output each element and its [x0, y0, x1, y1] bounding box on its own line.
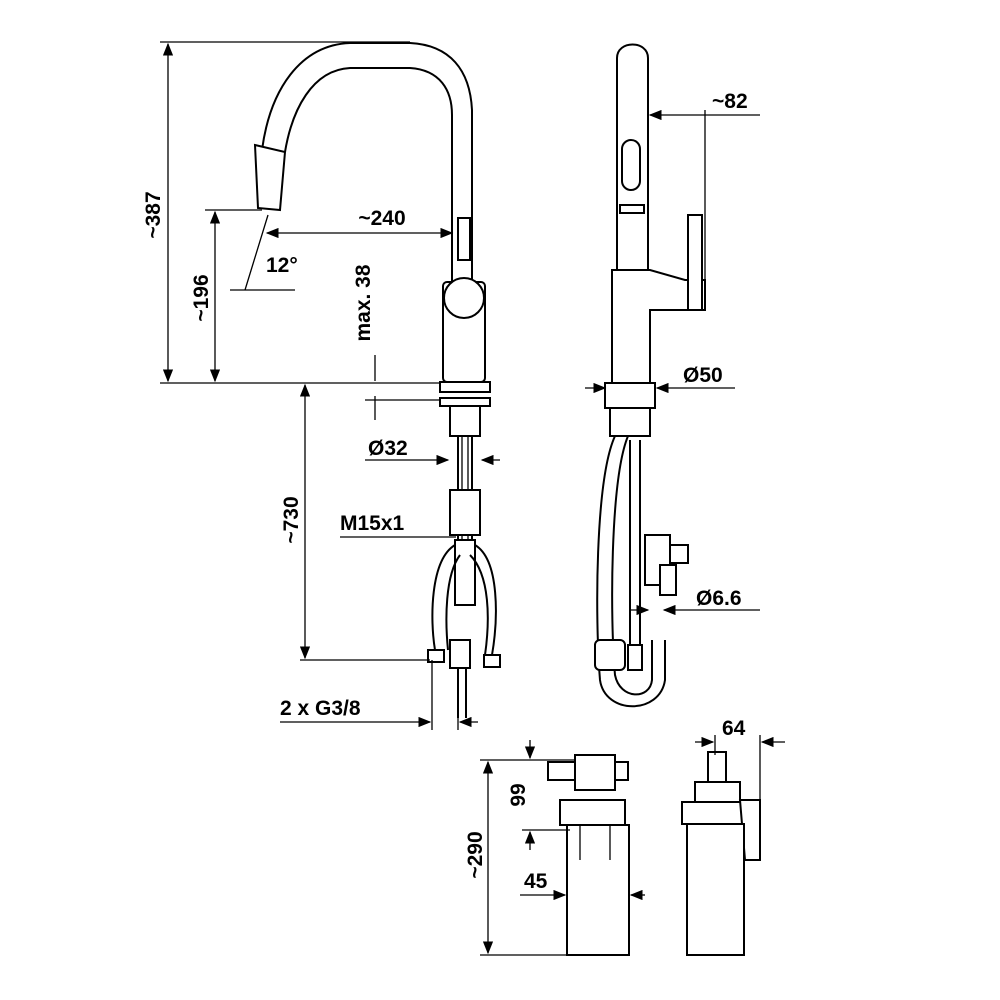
filter-cartridge-side: [686, 823, 745, 956]
dim-max-deck-thickness: max. 38: [352, 264, 375, 341]
dim-filter-head-height: 99: [507, 783, 530, 806]
faucet-side-view: [594, 43, 706, 708]
dim-hose-diameter: Ø6.6: [696, 587, 742, 610]
filter-side-view: [681, 751, 761, 956]
dim-hose-length: ~730: [280, 496, 303, 543]
filter-front-view: [547, 754, 630, 956]
dim-filter-width: 64: [722, 717, 746, 740]
dim-total-height: ~387: [142, 191, 165, 238]
dim-thread: M15x1: [340, 512, 405, 535]
filter-dimensions: 99 ~290 45 64: [464, 717, 785, 956]
dim-connections: 2 x G3/8: [280, 697, 361, 720]
side-dimensions: ~82 Ø50 Ø6.6: [585, 90, 760, 616]
dim-base-diameter: Ø50: [683, 364, 723, 387]
filter-cartridge-front: [566, 824, 630, 956]
dim-spout-reach: ~240: [358, 207, 405, 230]
dim-side-depth: ~82: [712, 90, 748, 113]
lever-hub: [443, 277, 485, 319]
dim-filter-height: ~290: [464, 831, 487, 878]
dim-spray-angle: 12°: [266, 254, 298, 277]
dim-shank-diameter: Ø32: [368, 437, 408, 460]
pullout-spray-head: [253, 143, 287, 212]
faucet-front-view: [253, 42, 501, 718]
lever-handle: [687, 214, 703, 311]
front-dimensions: ~387 ~196 ~240 12° max. 38 Ø32 ~730 M15x…: [142, 41, 500, 730]
hose-connector: [454, 539, 476, 606]
dim-filter-diameter: 45: [524, 870, 548, 893]
dim-spout-height: ~196: [190, 274, 213, 321]
